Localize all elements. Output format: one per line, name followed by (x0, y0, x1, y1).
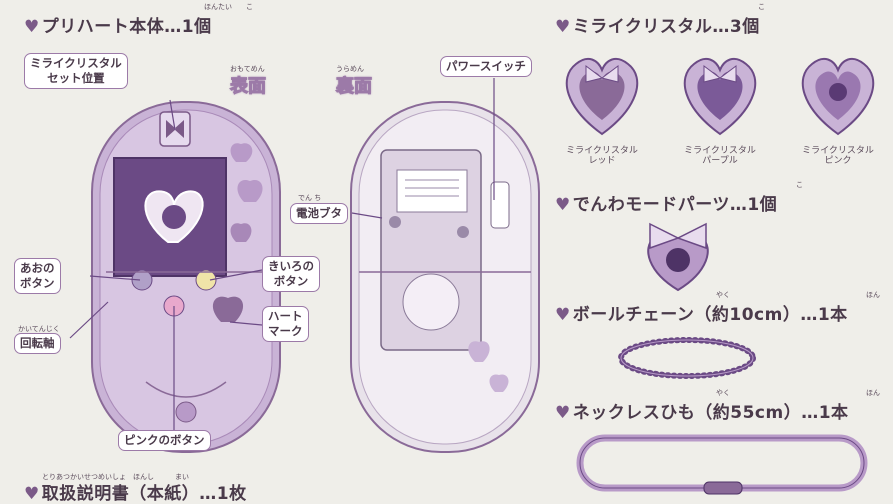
crystal-slot-line2: セット位置 (47, 71, 105, 85)
rotation-axis-ruby: かいてんじく (18, 325, 60, 333)
main-unit-heading-text: プリハート本体…1個 (41, 17, 212, 37)
battery-cover-label: 電池ブタ (296, 206, 342, 220)
front-face-ruby: おもてめん (230, 65, 265, 73)
yellow-button-line1: きいろの (268, 259, 314, 273)
phone-parts-ruby: こ (796, 181, 803, 189)
crystal-red-icon (565, 57, 639, 136)
crystal-purple-caption: ミライクリスタル パープル (675, 146, 765, 166)
crystal-slot-line1: ミライクリスタル (30, 56, 122, 70)
crystal-pink-line1: ミライクリスタル (802, 146, 874, 156)
rotation-axis-label: 回転軸 (20, 336, 55, 350)
blue-button-line2: ボタン (20, 276, 55, 290)
necklace-heading: ♥ネックレスひも（約55cm）…1本 (555, 398, 849, 423)
power-switch-callout: パワースイッチ (440, 56, 532, 77)
heart-mark-callout: ハート マーク (262, 306, 309, 342)
crystals-ruby: こ (758, 3, 765, 11)
battery-cover-callout: 電池ブタ (290, 203, 348, 224)
ball-chain-heading-text: ボールチェーン（約10cm）…1本 (572, 305, 848, 325)
battery-cover-ruby: でん ち (298, 194, 322, 202)
yellow-button-callout: きいろの ボタン (262, 256, 320, 292)
phone-parts-heading: ♥でんわモードパーツ…1個 (555, 190, 777, 215)
necklace-cord-icon (576, 434, 868, 495)
crystals-heading-text: ミライクリスタル…3個 (572, 17, 760, 37)
heart-mark-line1: ハート (268, 309, 303, 323)
crystal-pink-caption: ミライクリスタル ピンク (793, 146, 883, 166)
crystal-red-line2: レッド (588, 156, 616, 166)
ball-chain-ruby-hon: ほん (866, 291, 880, 299)
heart-bullet-icon: ♥ (555, 403, 571, 423)
back-face-label: 裏面 (336, 76, 373, 98)
heart-bullet-icon: ♥ (555, 195, 571, 215)
heart-mark-line2: マーク (268, 324, 303, 338)
necklace-ruby-yaku: やく (716, 389, 730, 397)
front-device-illustration (91, 101, 281, 453)
heart-bullet-icon: ♥ (555, 305, 571, 325)
main-unit-ruby: ほんたい こ (204, 3, 253, 11)
crystals-heading: ♥ミライクリスタル…3個 (555, 12, 760, 37)
phone-parts-heading-text: でんわモードパーツ…1個 (572, 195, 778, 215)
crystal-red-line1: ミライクリスタル (566, 146, 638, 156)
manual-ruby: とりあつかいせつめいしょ ほんし まい (42, 473, 189, 481)
crystal-slot-ruby: いち (86, 72, 100, 80)
blue-button-line1: あおの (20, 261, 55, 275)
crystal-pink-icon (801, 57, 875, 136)
necklace-ruby-hon: ほん (866, 389, 880, 397)
pink-button-label: ピンクのボタン (124, 433, 205, 447)
blue-button-callout: あおの ボタン (14, 258, 61, 294)
heart-bullet-icon: ♥ (24, 17, 40, 37)
crystal-red-caption: ミライクリスタル レッド (557, 146, 647, 166)
power-switch-label: パワースイッチ (446, 59, 526, 73)
ball-chain-icon (618, 337, 756, 379)
heart-bullet-icon: ♥ (555, 17, 571, 37)
ball-chain-heading: ♥ボールチェーン（約10cm）…1本 (555, 300, 848, 325)
rotation-axis-callout: 回転軸 (14, 333, 61, 354)
back-device-illustration (350, 101, 540, 453)
crystal-purple-icon (683, 57, 757, 136)
phone-mode-part-icon (647, 222, 709, 292)
front-face-label: 表面 (230, 76, 267, 98)
crystal-purple-line2: パープル (702, 156, 738, 166)
heart-bullet-icon: ♥ (24, 484, 40, 504)
manual-heading-text: 取扱説明書（本紙）…1枚 (41, 484, 247, 504)
crystal-pink-line2: ピンク (824, 156, 852, 166)
crystal-purple-line1: ミライクリスタル (684, 146, 756, 156)
back-face-ruby: うらめん (336, 65, 364, 73)
manual-heading: ♥取扱説明書（本紙）…1枚 (24, 479, 247, 504)
pink-button-callout: ピンクのボタン (118, 430, 211, 451)
necklace-heading-text: ネックレスひも（約55cm）…1本 (572, 403, 849, 423)
ball-chain-ruby-yaku: やく (716, 291, 730, 299)
crystal-slot-callout: ミライクリスタル セット位置 (24, 53, 128, 89)
yellow-button-line2: ボタン (273, 274, 309, 288)
main-unit-heading: ♥プリハート本体…1個 (24, 12, 212, 37)
